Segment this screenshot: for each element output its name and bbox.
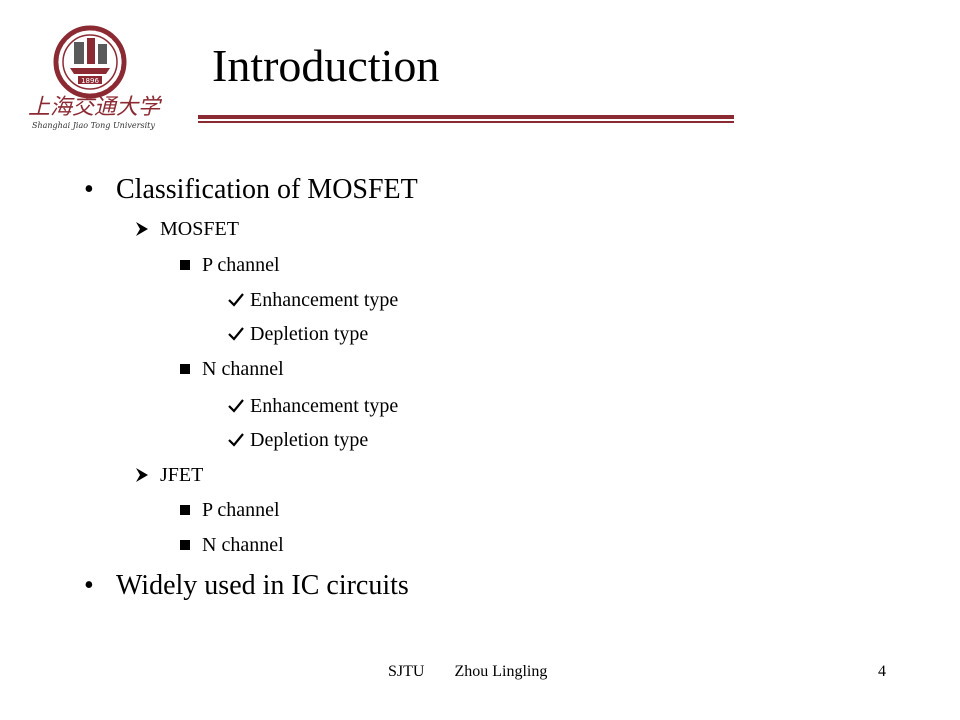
svg-text:Shanghai Jiao Tong University: Shanghai Jiao Tong University <box>32 121 155 130</box>
bullet-text: P channel <box>202 499 280 521</box>
bullet-item: N channel <box>180 532 284 558</box>
bullet-text: Enhancement type <box>250 289 399 311</box>
check-icon <box>228 326 250 342</box>
arrow-icon <box>134 221 160 237</box>
square-icon <box>180 364 202 374</box>
bullet-item: MOSFET <box>134 216 239 242</box>
bullet-item: N channel <box>180 356 284 382</box>
university-logo: 1896 上海交通大学 Shanghai Jiao Tong Universit… <box>24 22 174 134</box>
footer-author: Zhou Lingling <box>454 663 548 680</box>
arrow-icon <box>134 467 160 483</box>
bullet-text: Depletion type <box>250 323 369 345</box>
bullet-item: Depletion type <box>228 427 368 453</box>
bullet-item: Enhancement type <box>228 393 398 419</box>
bullet-item: Enhancement type <box>228 287 398 313</box>
bullet-text: N channel <box>202 358 284 380</box>
bullet-item: JFET <box>134 462 203 488</box>
square-icon <box>180 540 202 550</box>
slide-title: Introduction <box>212 40 440 91</box>
bullet-text: N channel <box>202 534 284 556</box>
check-icon <box>228 432 250 448</box>
title-underline <box>198 114 734 124</box>
bullet-item: P channel <box>180 497 280 523</box>
bullet-text: Depletion type <box>250 429 369 451</box>
square-icon <box>180 260 202 270</box>
title-underline-thin <box>198 121 734 123</box>
bullet-text: Enhancement type <box>250 395 399 417</box>
bullet-text: Classification of MOSFET <box>116 174 418 205</box>
bullet-text: MOSFET <box>160 218 239 240</box>
bullet-dot-icon: • <box>84 570 94 601</box>
footer: SJTU Zhou Lingling <box>388 662 547 682</box>
bullet-item: • Widely used in IC circuits <box>84 568 409 604</box>
bullet-item: Depletion type <box>228 321 368 347</box>
svg-text:上海交通大学: 上海交通大学 <box>28 95 163 120</box>
check-icon <box>228 398 250 414</box>
square-icon <box>180 505 202 515</box>
svg-text:1896: 1896 <box>81 77 99 85</box>
bullet-item: P channel <box>180 252 280 278</box>
bullet-text: Widely used in IC circuits <box>116 570 409 601</box>
bullet-item: • Classification of MOSFET <box>84 172 418 208</box>
page-number: 4 <box>878 663 886 680</box>
bullet-text: JFET <box>160 464 204 486</box>
bullet-text: P channel <box>202 254 280 276</box>
university-seal-icon: 1896 上海交通大学 Shanghai Jiao Tong Universit… <box>28 25 163 130</box>
bullet-dot-icon: • <box>84 174 94 205</box>
footer-org: SJTU <box>388 663 425 680</box>
check-icon <box>228 292 250 308</box>
title-underline-thick <box>198 115 734 119</box>
slide-body: • Classification of MOSFET MOSFET P chan… <box>84 172 418 604</box>
